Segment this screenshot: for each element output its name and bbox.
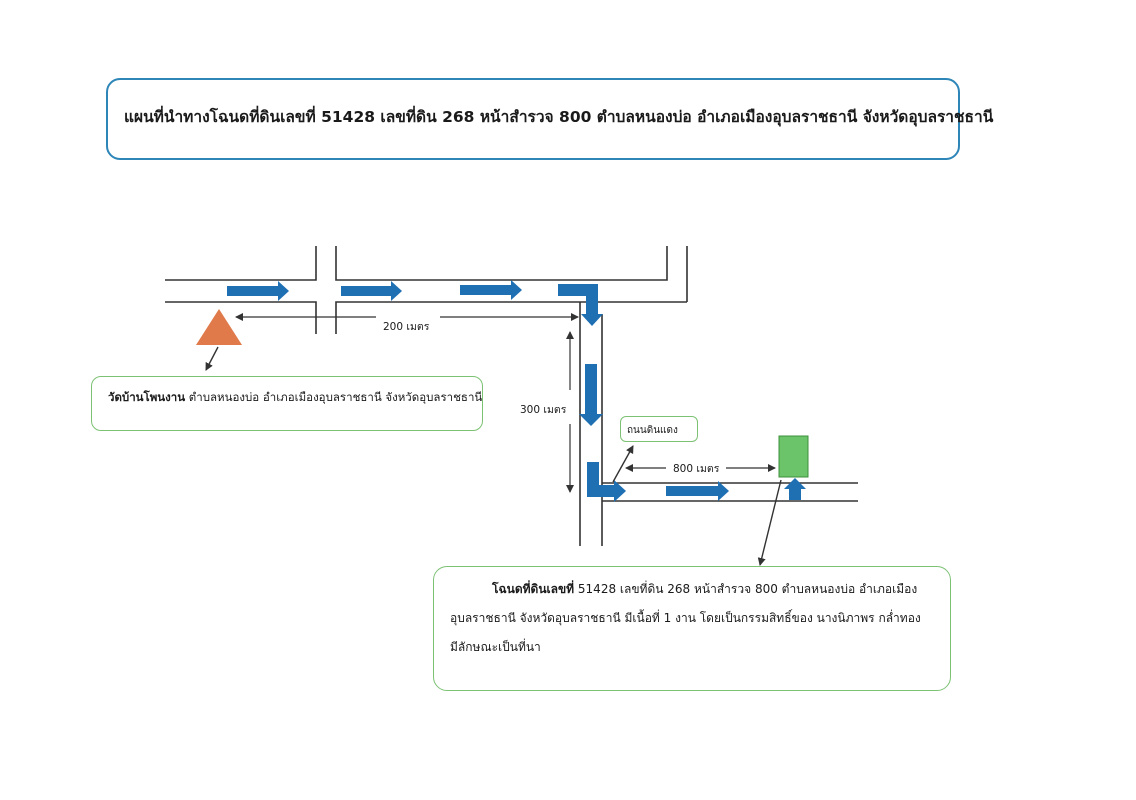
land-line-1: โฉนดที่ดินเลขที่ 51428 เลขที่ดิน 268 หน้… [492, 580, 917, 599]
temple-marker [196, 309, 242, 345]
road-edge [165, 246, 317, 281]
land-line-2: อุบลราชธานี จังหวัดอุบลราชธานี มีเนื้อที… [450, 611, 921, 625]
route-arrow [227, 281, 289, 301]
route-arrow [666, 481, 729, 501]
road-label-box: ถนนดินแดง [620, 416, 698, 442]
temple-label: วัดบ้านโพนงาน ตำบลหนองบ่อ อำเภอเมืองอุบล… [108, 389, 482, 407]
temple-address: ตำบลหนองบ่อ อำเภอเมืองอุบลราชธานี จังหวั… [185, 390, 483, 404]
roads [165, 246, 858, 546]
road-edge [165, 301, 317, 334]
pointer-lines [205, 346, 782, 566]
route-arrow [341, 281, 402, 301]
road-label: ถนนดินแดง [627, 425, 678, 436]
land-label: โฉนดที่ดินเลขที่ [492, 582, 575, 596]
route-arrow-turn-right [587, 462, 626, 502]
land-pointer [757, 479, 782, 566]
temple-name: วัดบ้านโพนงาน [108, 390, 186, 404]
route-arrow-down [579, 364, 603, 426]
route-arrow-turn-down [558, 284, 603, 326]
road-pointer [612, 445, 634, 483]
land-line-3: มีลักษณะเป็นที่นา [450, 640, 541, 654]
route-arrow [460, 280, 522, 300]
distance-label-800: 800 เมตร [673, 460, 720, 477]
land-marker [778, 435, 809, 478]
dimension-lines [235, 313, 776, 493]
map-title: แผนที่นำทางโฉนดที่ดินเลขที่ 51428 เลขที่… [124, 108, 994, 126]
route-arrow-up [784, 478, 806, 500]
title-box: แผนที่นำทางโฉนดที่ดินเลขที่ 51428 เลขที่… [106, 78, 993, 160]
route-arrows [227, 280, 806, 502]
temple-pointer [205, 346, 219, 371]
distance-label-300: 300 เมตร [520, 401, 567, 418]
temple-label-box: วัดบ้านโพนงาน ตำบลหนองบ่อ อำเภอเมืองอุบล… [91, 376, 483, 431]
land-description-box: โฉนดที่ดินเลขที่ 51428 เลขที่ดิน 268 หน้… [433, 566, 951, 691]
distance-label-200: 200 เมตร [383, 318, 430, 335]
land-line-1-text: 51428 เลขที่ดิน 268 หน้าสำรวจ 800 ตำบลหน… [574, 582, 918, 596]
road-edge [335, 246, 668, 281]
road-edge [335, 301, 687, 334]
